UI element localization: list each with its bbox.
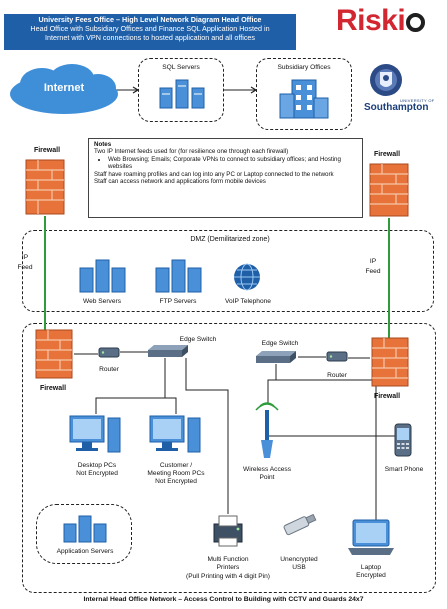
usb-stick-icon (283, 513, 317, 536)
riskio-logo: Riski (336, 4, 426, 38)
voip-telephone-label: VoIP Telephone (225, 298, 271, 305)
firewall-bottom-right-label: Firewall (373, 393, 401, 400)
edge-switch-left-icon (148, 345, 188, 357)
notes-bullet: Web Browsing; Emails; Corporate VPNs to … (108, 156, 357, 171)
ftp-servers-icon (155, 259, 202, 293)
subsidiary-group-frame (256, 58, 352, 130)
firewall-bottom-left-label: Firewall (39, 385, 67, 392)
desktop-pc-icon (69, 415, 121, 453)
desktop-pcs-label-2: Not Encrypted (76, 470, 118, 477)
wap-label-1: Wireless Access (243, 466, 291, 473)
laptop-icon (348, 519, 394, 555)
customer-pcs-label-1: Customer / (159, 462, 193, 469)
smart-phone-label: Smart Phone (384, 466, 424, 473)
laptop-label-2: Encrypted (356, 572, 386, 579)
router-left-icon (98, 347, 120, 358)
southampton-crest-icon (370, 64, 402, 96)
ip-feed-right-ip: IP (369, 258, 377, 265)
internal-network-frame (22, 323, 436, 593)
firewall-top-right-label: Firewall (373, 151, 401, 158)
multi-function-printer-icon (213, 515, 243, 547)
sql-servers-icon (159, 79, 205, 109)
uni-small-text: UNIVERSITY OF (400, 98, 435, 103)
notes-line-1: Two IP Internet feeds used for (for resi… (94, 148, 289, 156)
smart-phone-icon (394, 423, 412, 457)
printers-label-1: Multi Function (207, 556, 249, 563)
customer-pcs-label-2: Meeting Room PCs (147, 470, 205, 477)
switch-to-desktop-wire (95, 358, 166, 414)
web-servers-icon (79, 259, 126, 293)
application-servers-label: Application Servers (56, 548, 114, 555)
firewall-top-right-icon (369, 163, 409, 217)
switch-to-customer-wire (165, 397, 177, 414)
firewall-bottom-right-icon (371, 337, 409, 387)
internet-to-sql-arrow (132, 86, 140, 94)
uni-name-text: Southampton (364, 102, 429, 113)
southampton-logo: UNIVERSITY OF Southampton (362, 62, 440, 114)
router-right-icon (326, 351, 348, 362)
web-servers-label: Web Servers (83, 298, 121, 305)
ip-feed-left-feed: Feed (17, 264, 33, 271)
usb-label-2: USB (292, 564, 306, 571)
printers-label-3: (Pull Printing with 4 digit Pin) (186, 573, 270, 580)
ftp-servers-label: FTP Servers (159, 298, 197, 305)
ip-feed-right-feed: Feed (365, 268, 381, 275)
diagram-title: University Fees Office – High Level Netw… (4, 14, 296, 50)
firewall-bottom-left-icon (35, 329, 73, 379)
edge-switch-left-label: Edge Switch (179, 336, 217, 343)
riskio-logo-text: Riski (336, 4, 406, 37)
printers-label-2: Printers (216, 564, 240, 571)
notes-heading: Notes (94, 141, 112, 148)
switch-to-wap-wire (267, 364, 277, 404)
router-right-label: Router (327, 372, 347, 379)
firewall-top-left-icon (25, 159, 65, 215)
title-line-3: Internet with VPN connections to hosted … (44, 33, 256, 42)
edge-switch-right-label: Edge Switch (261, 340, 299, 347)
switch-to-printer-wire (185, 358, 229, 514)
voip-telephone-globe-icon (234, 263, 260, 291)
ip-feed-left-ip: IP (21, 254, 29, 261)
title-line-1: University Fees Office – High Level Netw… (38, 15, 262, 24)
router-left-label: Router (99, 366, 119, 373)
desktop-pcs-label-1: Desktop PCs (77, 462, 117, 469)
footer-caption: Internal Head Office Network – Access Co… (83, 596, 364, 603)
notes-line-3: Staff can access network and application… (94, 178, 266, 186)
internet-cloud-icon (10, 64, 118, 114)
riskio-logo-o-icon (406, 13, 426, 32)
subsidiary-office-building-icon (279, 79, 329, 119)
customer-pcs-label-3: Not Encrypted (155, 478, 197, 485)
application-servers-icon (63, 515, 107, 543)
firewall-top-left-label: Firewall (33, 147, 61, 154)
sql-servers-label: SQL Servers (162, 64, 200, 71)
edge-switch-right-icon (256, 351, 296, 363)
internet-label: Internet (43, 82, 85, 94)
subsidiary-offices-label: Subsidiary Offices (277, 64, 331, 71)
usb-label-1: Unencrypted (280, 556, 318, 563)
title-line-2: Head Office with Subsidiary Offices and … (30, 24, 270, 33)
wireless-access-point-icon (255, 402, 279, 458)
laptop-label-1: Laptop (360, 564, 382, 571)
app-servers-frame (36, 504, 132, 564)
sql-to-subsidiary-arrow (250, 86, 258, 94)
notes-line-2: Staff have roaming profiles and can log … (94, 170, 334, 178)
wap-label-2: Point (259, 474, 275, 481)
customer-pc-icon (149, 415, 201, 453)
dmz-title: DMZ (Demilitarized zone) (190, 236, 270, 243)
switch-to-laptop-wire (276, 379, 377, 520)
notes-box: Notes Two IP Internet feeds used for (fo… (88, 138, 363, 218)
dmz-frame (22, 230, 434, 312)
